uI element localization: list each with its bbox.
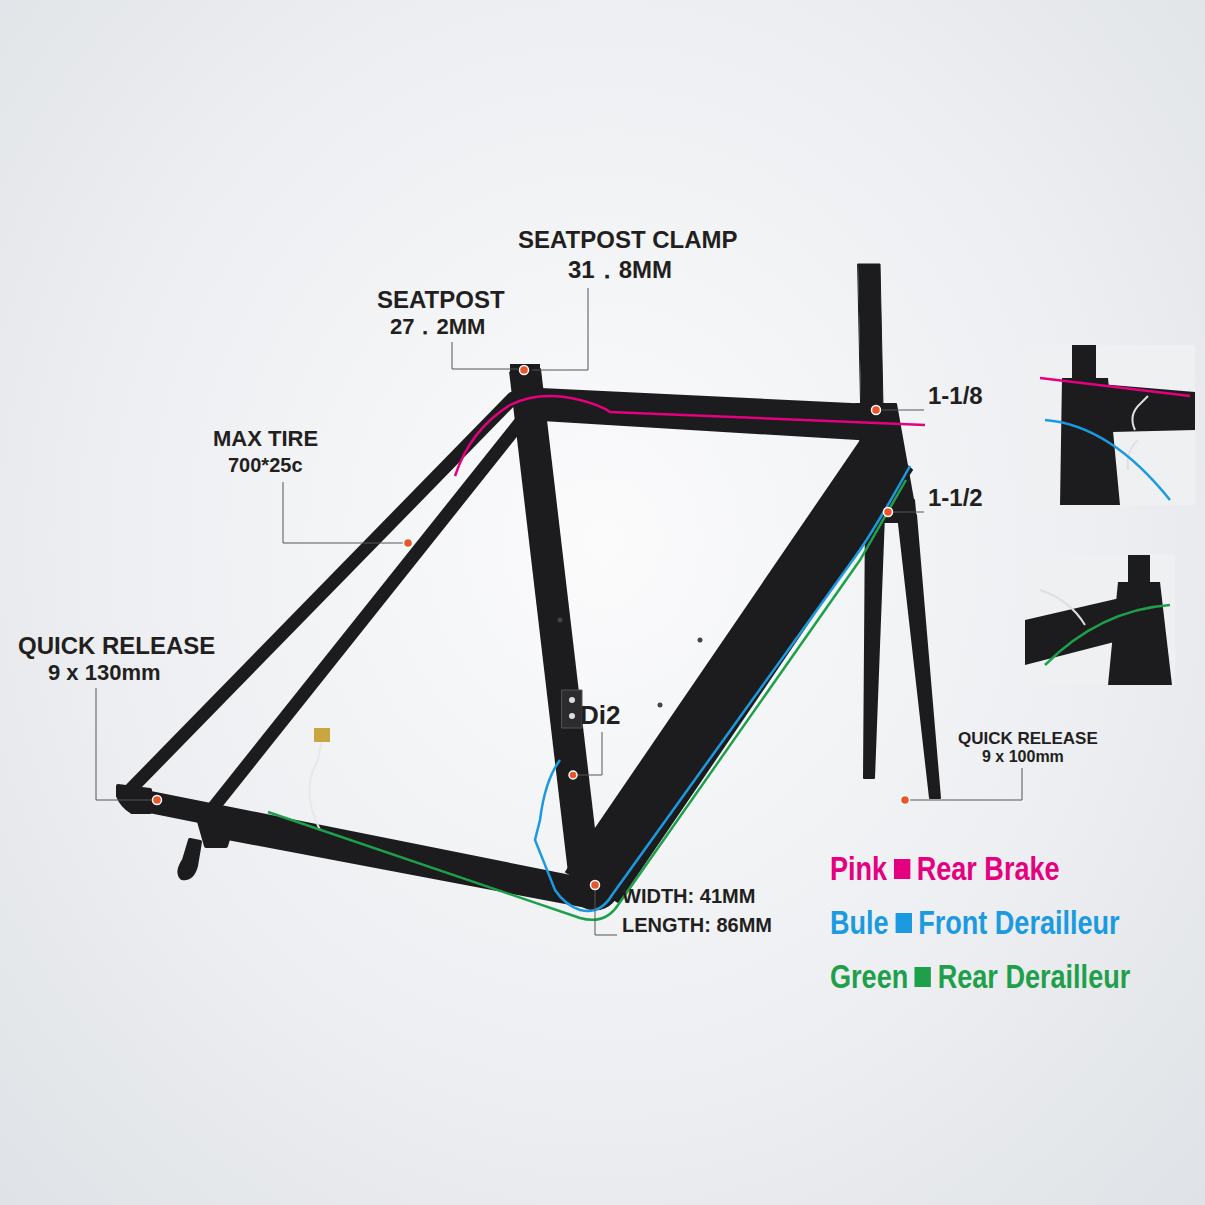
leader-line	[595, 890, 617, 935]
leader-line	[578, 732, 602, 775]
steerer	[858, 264, 883, 406]
leader-line	[882, 410, 924, 411]
part-label: SEATPOST	[377, 288, 505, 312]
leader-line	[452, 342, 518, 369]
leader-line	[910, 768, 1022, 800]
seat-tube	[525, 370, 584, 872]
legend-swatch	[895, 913, 911, 933]
inset-down-tube	[1025, 598, 1122, 665]
anchor-dot	[901, 796, 910, 805]
inset-ground	[1025, 345, 1195, 505]
seat-tube-top	[510, 364, 540, 378]
inset-steerer	[1072, 345, 1096, 381]
down-tube	[566, 430, 912, 902]
part-label: Di2	[580, 702, 620, 728]
legend-color-word: Bule	[830, 906, 889, 939]
part-label: 9 x 130mm	[48, 662, 161, 684]
anchor-dot	[591, 881, 600, 890]
legend-swatch	[894, 859, 910, 879]
legend-swatch	[915, 967, 931, 987]
inset-rear-line	[1045, 605, 1170, 665]
anchor-dot	[404, 539, 413, 548]
bolt	[558, 618, 563, 623]
part-label: 1-1/2	[928, 486, 983, 510]
bolt	[698, 638, 703, 643]
part-label: LENGTH: 86MM	[622, 915, 772, 935]
part-label: SEATPOST CLAMP	[518, 228, 738, 252]
inset-steerer	[1128, 555, 1150, 585]
legend-text: Rear Derailleur	[938, 960, 1131, 993]
part-label: 31．8MM	[568, 258, 672, 282]
bolt	[658, 703, 663, 708]
front-derailleur-routing	[535, 466, 910, 911]
leader-line	[532, 288, 588, 370]
fork-leg	[864, 515, 884, 778]
rear-derailleur-routing	[268, 480, 906, 920]
legend-color-word: Green	[830, 960, 908, 993]
leader-lines	[96, 288, 1022, 935]
top-tube	[520, 388, 874, 440]
inset-brake-line	[1040, 378, 1190, 396]
cable	[309, 740, 322, 830]
legend-text: Rear Brake	[917, 852, 1060, 885]
anchor-dot	[153, 796, 162, 805]
part-label: QUICK RELEASE	[18, 634, 215, 658]
legend-text: Front Derailleur	[918, 906, 1119, 939]
part-label: 700*25c	[228, 455, 303, 475]
part-label: QUICK RELEASE	[958, 730, 1098, 747]
anchor-dot	[872, 406, 881, 415]
inset-cable	[1040, 590, 1085, 625]
leader-line	[283, 482, 404, 543]
bolt	[569, 697, 575, 703]
seat-stay	[128, 398, 513, 792]
legend-row: Green Rear Derailleur	[830, 960, 1130, 993]
seat-stay	[205, 410, 530, 818]
rear-dropout	[118, 786, 150, 812]
part-label: 9 x 100mm	[982, 749, 1064, 765]
bolt	[569, 713, 575, 719]
part-label: 1-1/8	[928, 384, 983, 408]
fork-leg	[898, 515, 940, 798]
part-label: MAX TIRE	[213, 428, 318, 450]
legend-color-word: Pink	[830, 852, 887, 885]
inset-front-line	[1045, 420, 1170, 500]
derailleur-hanger	[179, 840, 200, 878]
anchor-dot	[569, 771, 577, 779]
inset-ground	[1025, 555, 1175, 685]
inset-headtube-top	[1025, 345, 1195, 505]
part-label: 27．2MM	[390, 316, 485, 338]
inset-cable	[1132, 396, 1148, 430]
legend-row: Bule Front Derailleur	[830, 906, 1120, 939]
cable-tag	[314, 728, 330, 742]
leader-line	[893, 512, 924, 513]
leader-line	[96, 688, 152, 800]
legend-row: Pink Rear Brake	[830, 852, 1060, 885]
anchor-dot	[884, 508, 893, 517]
inset-headtube-bottom	[1025, 555, 1175, 685]
di2-port	[562, 690, 582, 728]
rear-dropout	[198, 818, 232, 846]
anchor-dot	[520, 366, 529, 375]
part-label: WIDTH: 41MM	[622, 886, 755, 906]
brake-routing	[455, 396, 925, 476]
